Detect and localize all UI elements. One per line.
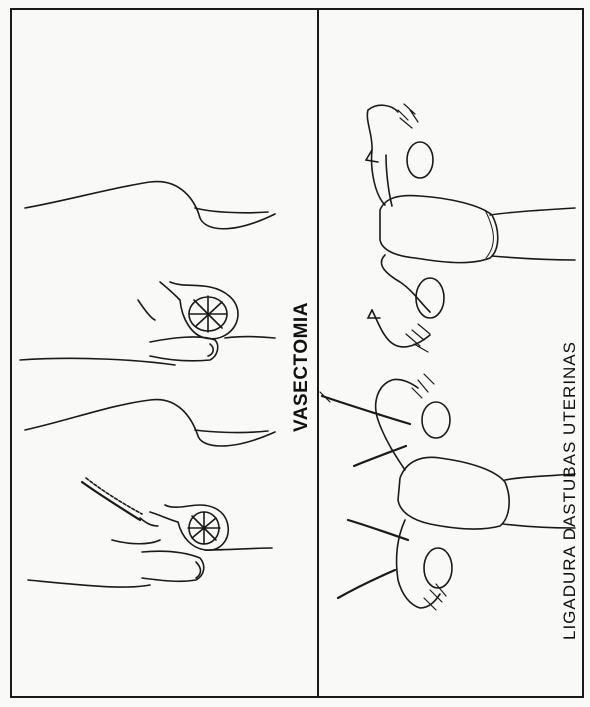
vasectomy-caption: VASECTOMIA	[291, 302, 313, 432]
upper-uterus	[380, 196, 498, 263]
lower-tube-bottom	[396, 520, 440, 608]
upper-tube-bottom	[381, 255, 430, 312]
ligation-needle-2	[354, 446, 406, 466]
ligation-needle-1	[322, 396, 410, 424]
lower-ovary-top	[422, 402, 450, 438]
upper-tube-top	[367, 105, 398, 205]
ligation-needle-4	[338, 570, 395, 598]
lower-uterus	[398, 457, 509, 529]
upper-ovary-top	[407, 142, 433, 178]
tubal-ligation-caption: LIGADURA DASTUBAS UTERINAS	[560, 341, 580, 640]
lower-tube-top	[376, 379, 418, 470]
lower-ovary-bottom	[424, 548, 452, 588]
